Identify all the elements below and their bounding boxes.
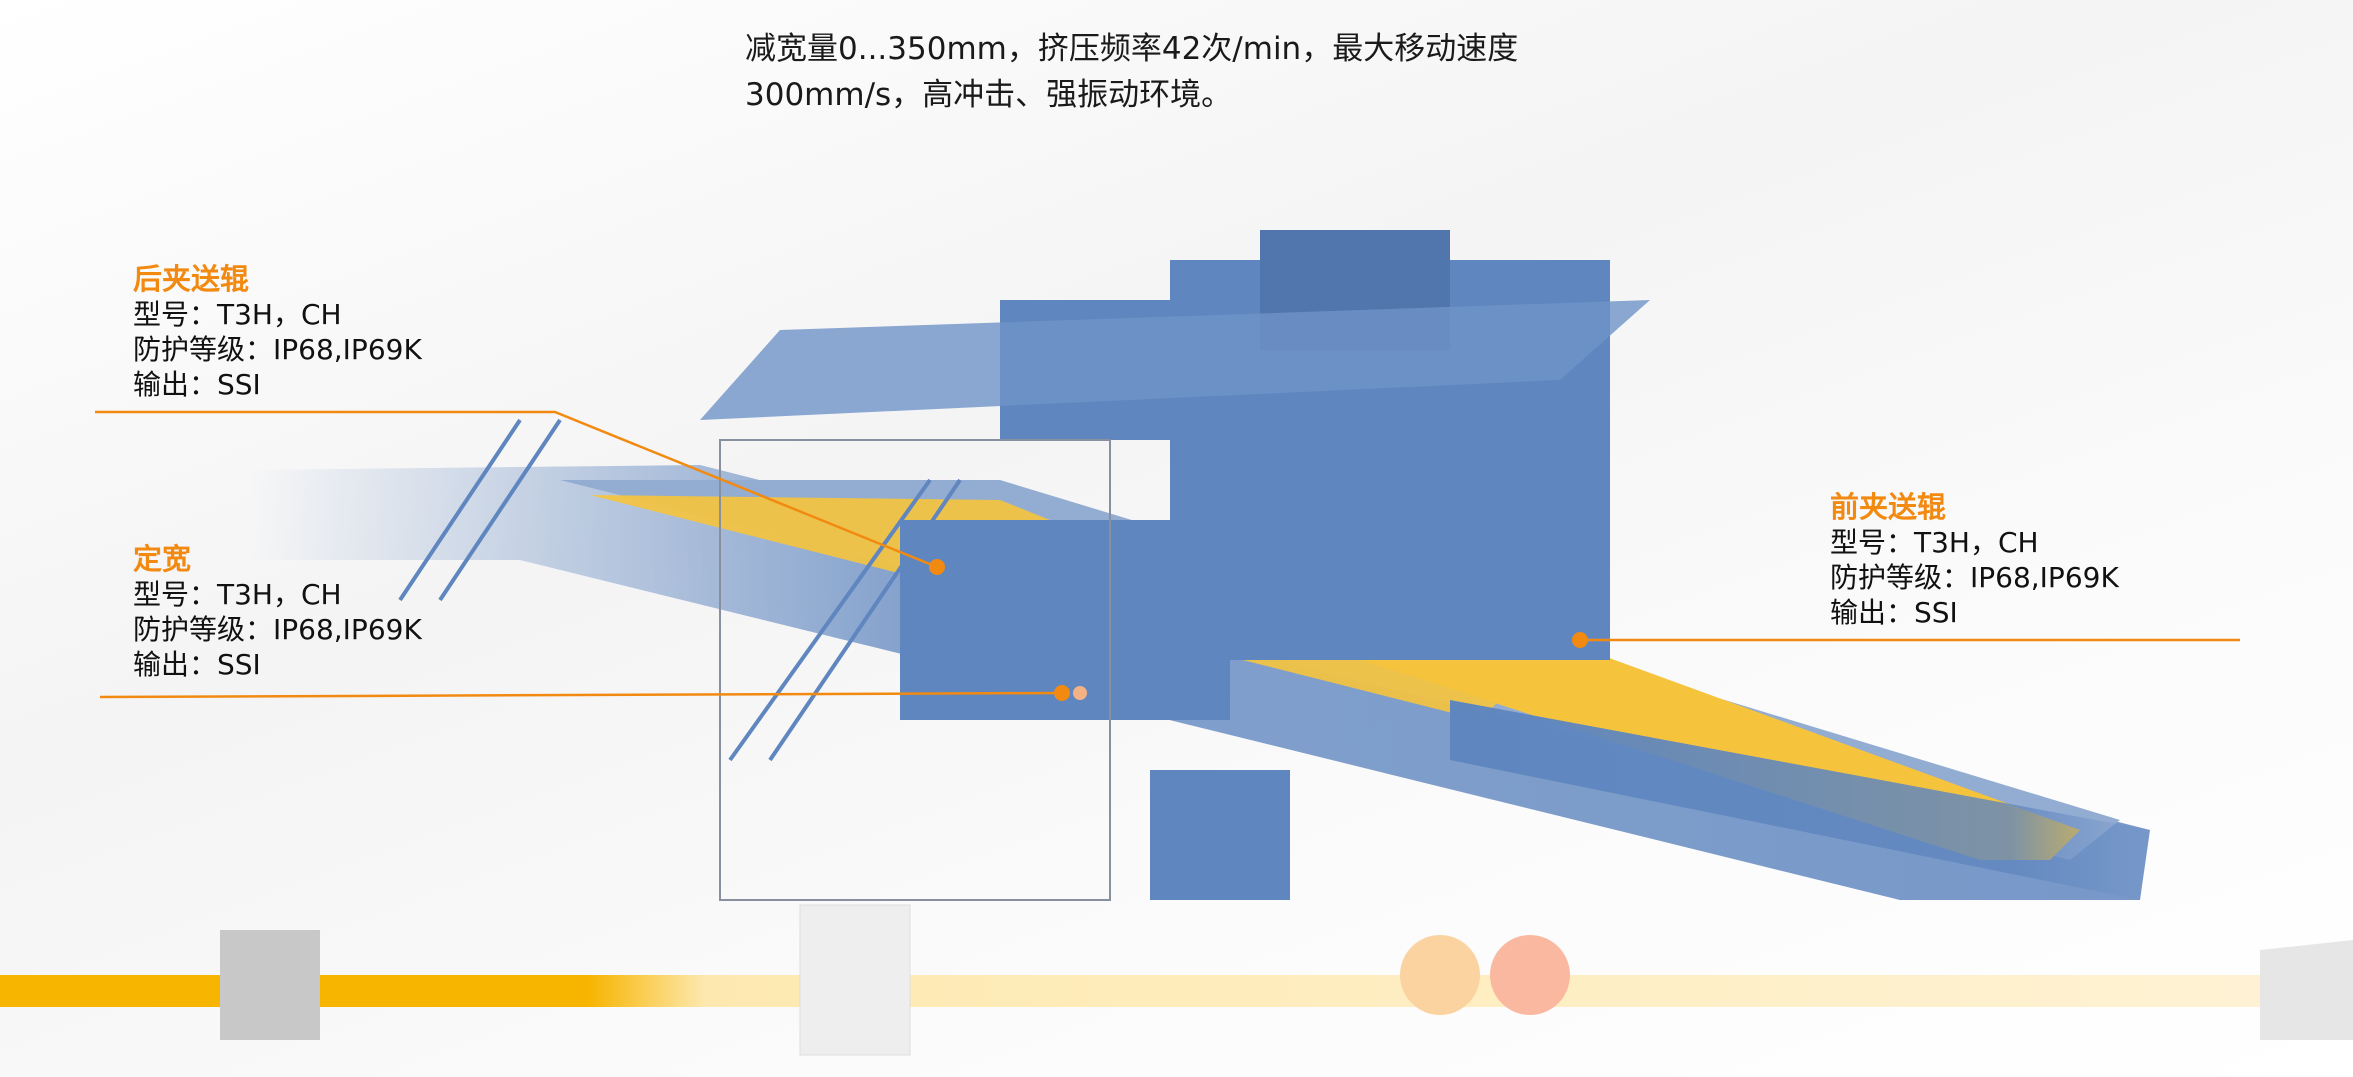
sensor-markers <box>929 559 1588 701</box>
callout-lines <box>95 410 2240 699</box>
process-strip <box>0 904 2353 1056</box>
edger-stand <box>700 230 1650 901</box>
label-output: 输出：SSI <box>133 368 261 401</box>
label-title: 前夹送辊 <box>1830 490 1947 524</box>
label-model: 型号：T3H，CH <box>1830 526 2039 559</box>
label-model: 型号：T3H，CH <box>133 578 342 611</box>
label-output: 输出：SSI <box>133 648 261 681</box>
label-protection: 防护等级：IP68,IP69K <box>1830 561 2119 594</box>
label-model: 型号：T3H，CH <box>133 298 342 331</box>
label-title: 定宽 <box>133 542 192 576</box>
label-title: 后夹送辊 <box>133 262 250 296</box>
label-rear-pinch-roll: 后夹送辊 型号：T3H，CH 防护等级：IP68,IP69K 输出：SSI <box>133 262 422 402</box>
label-protection: 防护等级：IP68,IP69K <box>133 333 422 366</box>
label-width-sizing: 定宽 型号：T3H，CH 防护等级：IP68,IP69K 输出：SSI <box>133 542 422 682</box>
label-output: 输出：SSI <box>1830 596 1958 629</box>
description-line-2: 300mm/s，高冲击、强振动环境。 <box>745 77 1233 113</box>
stairs <box>398 418 962 762</box>
label-front-pinch-roll: 前夹送辊 型号：T3H，CH 防护等级：IP68,IP69K 输出：SSI <box>1830 490 2119 630</box>
description-line-1: 减宽量0...350mm，挤压频率42次/min，最大移动速度 <box>745 31 1519 67</box>
label-protection: 防护等级：IP68,IP69K <box>133 613 422 646</box>
process-description: 减宽量0...350mm，挤压频率42次/min，最大移动速度 300mm/s，… <box>745 26 1518 118</box>
